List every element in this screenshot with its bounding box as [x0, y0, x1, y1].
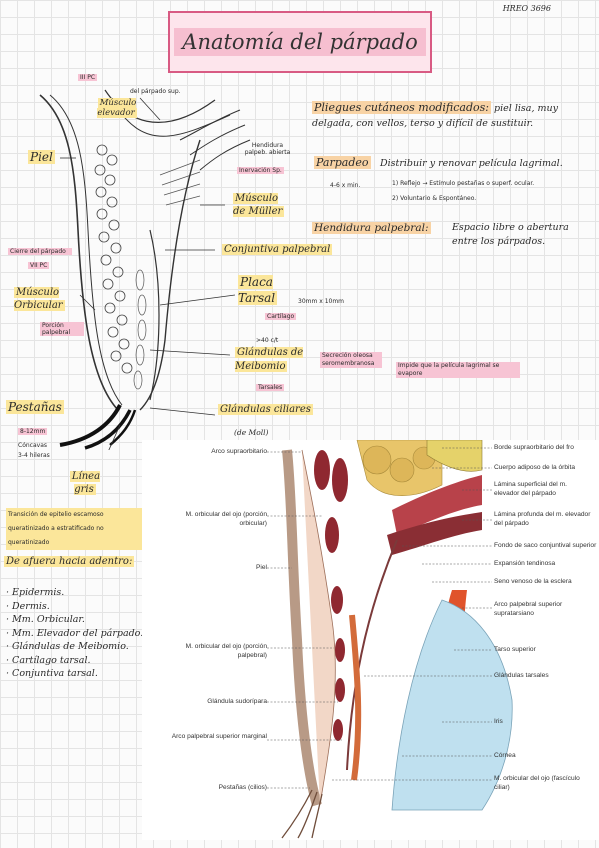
label-placa-tarsal: Placa Tarsal	[238, 275, 278, 305]
note-hendidura-term: Hendidura palpebral:	[312, 222, 431, 234]
layer-item: · Conjuntiva tarsal.	[6, 668, 98, 679]
label-count-40: >40 c/t	[256, 337, 279, 344]
layer-item: · Cartílago tarsal.	[6, 654, 91, 666]
atlas-label-seno-venoso: Seno venoso de la esclera	[494, 578, 572, 585]
label-piel: Piel	[28, 150, 55, 164]
note-pliegues: Pliegues cutáneos modificados: piel lisa…	[312, 101, 558, 129]
label-hendidura-abierta: Hendidura palpeb. abierta	[244, 142, 291, 156]
note-parpadeo-1: 1) Reflejo → Estímulo pestañas o superf.…	[392, 180, 535, 187]
label-palpebral-sup: del párpado sup.	[130, 88, 181, 95]
label-porcion-palpebral: Porción palpebral	[40, 322, 84, 336]
atlas-label-expansion-tendinosa: Expansión tendinosa	[494, 560, 556, 567]
atlas-label-fasciculo-ciliar: M. orbicular del ojo (fascículo ciliar)	[494, 775, 580, 791]
label-inervacion: Inervación Sp.	[237, 167, 284, 174]
label-cierre-parpado: Cierre del párpado	[8, 248, 72, 255]
label-pestanas-rows: 3-4 hileras	[18, 452, 50, 459]
label-glandulas-meibomio: Glándulas de Meibomio	[235, 347, 304, 372]
note-parpadeo-freq: 4-6 x min.	[330, 182, 361, 189]
label-pestanas-shape: Cóncavas	[18, 442, 47, 449]
atlas-label-iris: Iris	[494, 718, 503, 725]
label-impide: Impide que la película lagrimal se evapo…	[396, 362, 520, 378]
label-pestanas-length: 8-12mm	[18, 428, 48, 435]
atlas-label-fondo-saco: Fondo de saco conjuntival superior	[494, 542, 597, 549]
atlas-label-cuerpo-adiposo: Cuerpo adiposo de la órbita	[494, 464, 576, 471]
atlas-label-orbicular-palpebral: M. orbicular del ojo (porción palpebral)	[185, 643, 267, 659]
atlas-label-piel: Piel	[256, 564, 267, 571]
layer-item: · Mm. Orbicular.	[6, 614, 85, 625]
atlas-label-lamina-superficial: Lámina superficial del m. elevador del p…	[494, 481, 567, 497]
eyelid-sketch	[39, 89, 251, 450]
label-linea-gris: Línea gris	[69, 471, 101, 495]
layer-item: · Dermis.	[6, 600, 50, 612]
layer-item: · Glándulas de Meibomio.	[6, 641, 129, 652]
label-secrecion: Secreción oleosa seromembranosa	[320, 352, 382, 368]
title-banner: Anatomía del párpado	[168, 11, 432, 73]
layers-list: · Epidermis. · Dermis. · Mm. Orbicular. …	[6, 586, 144, 681]
label-transicion: Transición de epitelio escamoso queratin…	[6, 508, 146, 550]
label-dim-tarsal: 30mm x 10mm	[298, 298, 345, 305]
label-musculo-muller: Músculo de Müller	[233, 193, 285, 217]
label-vii-pc: VII PC	[28, 262, 50, 269]
atlas-label-arco-supratarsiano: Arco palpebral superior supratarsiano	[494, 601, 563, 617]
label-tarsales: Tarsales	[256, 384, 285, 391]
page-code: HREO 3696	[502, 4, 551, 13]
atlas-label-glandula-sudoripara: Glándula sudorípara	[207, 698, 267, 705]
atlas-label-arco-marginal: Arco palpebral superior marginal	[171, 733, 267, 740]
page-title: Anatomía del párpado	[174, 28, 426, 56]
atlas-figure: Arco supraorbitario M. orbicular del ojo…	[142, 440, 599, 840]
note-parpadeo-term: Parpadeo	[314, 156, 371, 169]
atlas-label-lamina-profunda: Lámina profunda del m. elevador del párp…	[494, 511, 591, 527]
label-musculo-orbicular: Músculo Orbicular	[14, 287, 65, 311]
atlas-label-glandulas-tarsales: Glándulas tarsales	[494, 672, 549, 679]
label-iii-pc: III PC	[78, 74, 98, 81]
label-glandulas-ciliares: Glándulas ciliares	[218, 404, 313, 415]
atlas-label-tarso-superior: Tarso superior	[494, 646, 536, 653]
layers-heading: De afuera hacia adentro:	[4, 556, 135, 567]
note-parpadeo-2: 2) Voluntario & Espontáneo.	[392, 195, 477, 202]
note-hendidura-desc: Espacio libre o abertura entre los párpa…	[452, 222, 569, 247]
atlas-label-pestanas: Pestañas (cilios)	[218, 784, 267, 791]
layer-item: · Epidermis.	[6, 587, 65, 598]
atlas-label-orbicular-orbital: M. orbicular del ojo (porción orbicular)	[185, 511, 267, 527]
layer-item: · Mm. Elevador del párpado.	[6, 627, 144, 639]
label-cartilago: Cartílago	[265, 313, 297, 320]
atlas-drawing	[267, 440, 513, 839]
label-musculo-elevador: Músculo elevador	[97, 98, 137, 118]
atlas-label-borde-supraorbitario: Borde supraorbitario del fro	[494, 444, 574, 451]
label-de-moll: (de Moll)	[234, 428, 269, 437]
atlas-label-cornea: Córnea	[494, 752, 516, 759]
atlas-label-arco-supraorbitario: Arco supraorbitario	[211, 448, 267, 455]
label-pestanas: Pestañas	[6, 400, 64, 414]
note-parpadeo-desc: Distribuir y renovar película lagrimal.	[380, 158, 563, 169]
label-conjuntiva-palpebral: Conjuntiva palpebral	[222, 244, 333, 255]
